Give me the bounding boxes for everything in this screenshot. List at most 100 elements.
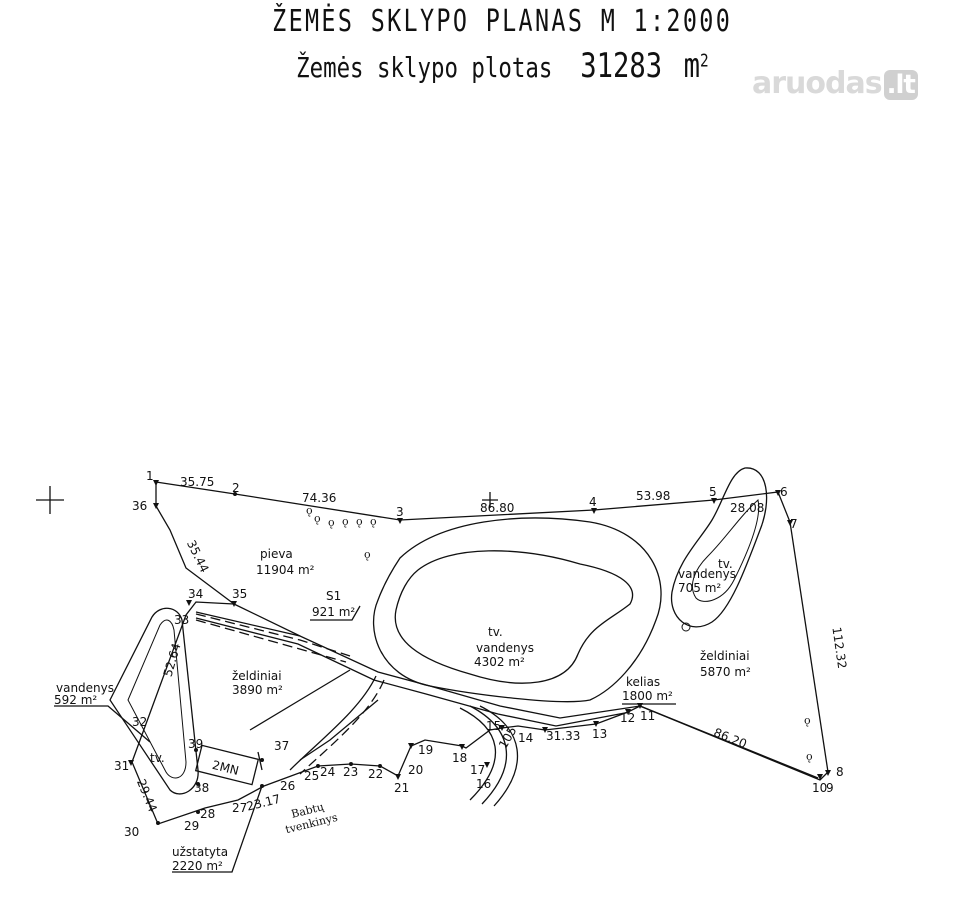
point-37: 37 bbox=[274, 739, 289, 753]
area-zeldiniai-left-value: 3890 m² bbox=[232, 683, 283, 697]
building-label: 2MN bbox=[211, 758, 241, 778]
plot-area-unit: m bbox=[683, 46, 700, 86]
building-2mn bbox=[194, 744, 260, 786]
point-14: 14 bbox=[518, 731, 533, 745]
distance-2-3: 74.36 bbox=[302, 491, 336, 505]
svg-text:ǫ: ǫ bbox=[314, 512, 321, 525]
watermark-logo: aruodas.lt bbox=[752, 66, 918, 101]
point-15: 15 bbox=[486, 719, 501, 733]
plan-title: ŽEMĖS SKLYPO PLANAS M 1:2000 bbox=[272, 4, 733, 39]
area-pond-center-name2: vandenys bbox=[476, 641, 534, 655]
point-8: 8 bbox=[836, 765, 844, 779]
parcel-line bbox=[233, 603, 301, 637]
watermark-text: aruodas bbox=[752, 66, 883, 101]
road-line bbox=[195, 617, 631, 727]
point-33: 33 bbox=[174, 613, 189, 627]
point-25: 25 bbox=[304, 769, 319, 783]
point-22: 22 bbox=[368, 767, 383, 781]
distance-13-14: 31.33 bbox=[546, 729, 580, 743]
distance-3-4: 86.80 bbox=[480, 501, 514, 515]
area-pond-right-value: 705 m² bbox=[678, 581, 721, 595]
area-zeldiniai-right-value: 5870 m² bbox=[700, 665, 751, 679]
point-numbers: 1 2 3 4 5 6 7 8 9 10 11 12 13 14 15 16 1… bbox=[114, 469, 844, 839]
plot-area: Žemės sklypo plotas 31283 m2 bbox=[116, 46, 889, 86]
pond-right-outer bbox=[670, 467, 768, 628]
distance-1-2: 35.75 bbox=[180, 475, 214, 489]
grid-cross-mark bbox=[482, 492, 498, 508]
svg-text:ǫ: ǫ bbox=[806, 750, 813, 763]
area-s1-name: S1 bbox=[326, 589, 341, 603]
svg-text:ǫ: ǫ bbox=[364, 548, 371, 561]
point-1: 1 bbox=[146, 469, 154, 483]
parcel-line bbox=[639, 705, 819, 779]
point-23: 23 bbox=[343, 765, 358, 779]
area-vandenys-left-value: 592 m² bbox=[54, 693, 97, 707]
point-34: 34 bbox=[188, 587, 203, 601]
plot-area-label: Žemės sklypo plotas bbox=[296, 51, 553, 84]
point-32: 32 bbox=[132, 715, 147, 729]
point-29: 29 bbox=[184, 819, 199, 833]
road-curve bbox=[459, 707, 497, 801]
parcel-line bbox=[299, 699, 379, 761]
pond-note: Babtų tvenkinys bbox=[284, 800, 339, 836]
point-11: 11 bbox=[640, 709, 655, 723]
leader-line bbox=[54, 705, 151, 743]
road-branch bbox=[299, 679, 385, 775]
point-26: 26 bbox=[280, 779, 295, 793]
pond-center-outer bbox=[372, 517, 662, 703]
area-zeldiniai-right-name: želdiniai bbox=[700, 649, 750, 663]
area-zeldiniai-left-name: želdiniai bbox=[232, 669, 282, 683]
point-27: 27 bbox=[232, 801, 247, 815]
point-4: 4 bbox=[589, 495, 597, 509]
point-3: 3 bbox=[396, 505, 404, 519]
point-16: 16 bbox=[476, 777, 491, 791]
road-dashed bbox=[195, 613, 351, 657]
area-labels: pieva 11904 m² S1 921 m² želdiniai 3890 … bbox=[54, 547, 751, 873]
point-19: 19 bbox=[418, 743, 433, 757]
pond-left-inner bbox=[127, 619, 187, 779]
point-13: 13 bbox=[592, 727, 607, 741]
point-30: 30 bbox=[124, 825, 139, 839]
point-5: 5 bbox=[709, 485, 717, 499]
road-curve bbox=[479, 705, 519, 807]
building-line bbox=[257, 751, 263, 771]
distance-26-27: 23.17 bbox=[245, 792, 282, 814]
point-35: 35 bbox=[232, 587, 247, 601]
vertex-markers bbox=[128, 480, 831, 825]
leader-line bbox=[310, 605, 361, 621]
point-6: 6 bbox=[780, 485, 788, 499]
point-38: 38 bbox=[194, 781, 209, 795]
area-kelias-name: kelias bbox=[626, 675, 660, 689]
pond-left-outline bbox=[109, 607, 199, 795]
watermark-suffix: .lt bbox=[883, 70, 918, 100]
distance-5-6: 28.08 bbox=[730, 501, 764, 515]
point-24: 24 bbox=[320, 765, 335, 779]
point-7: 7 bbox=[790, 517, 798, 531]
point-31: 31 bbox=[114, 759, 129, 773]
plot-area-value: 31283 bbox=[580, 46, 663, 86]
distance-11-9: 86.20 bbox=[712, 725, 749, 751]
area-pond-right-name2: vandenys bbox=[678, 567, 736, 581]
distance-7-8: 112.32 bbox=[829, 626, 849, 670]
pond-right-inner bbox=[692, 499, 760, 602]
area-kelias-value: 1800 m² bbox=[622, 689, 673, 703]
point-2: 2 bbox=[232, 481, 240, 495]
point-12: 12 bbox=[620, 711, 635, 725]
area-pond-center-value: 4302 m² bbox=[474, 655, 525, 669]
point-18: 18 bbox=[452, 751, 467, 765]
point-9: 9 bbox=[826, 781, 834, 795]
svg-text:ǫ: ǫ bbox=[306, 504, 313, 517]
grid-cross-mark bbox=[36, 486, 64, 514]
area-uzstatyta-value: 2220 m² bbox=[172, 859, 223, 873]
svg-text:ǫ: ǫ bbox=[370, 515, 377, 528]
distance-4-5: 53.98 bbox=[636, 489, 670, 503]
svg-text:ǫ: ǫ bbox=[328, 516, 335, 529]
point-10: 10 bbox=[812, 781, 827, 795]
area-tv-left: tv. bbox=[150, 751, 165, 765]
road-dashed bbox=[195, 619, 347, 663]
svg-text:ǫ: ǫ bbox=[342, 515, 349, 528]
point-20: 20 bbox=[408, 763, 423, 777]
area-pond-center-name: tv. bbox=[488, 625, 503, 639]
